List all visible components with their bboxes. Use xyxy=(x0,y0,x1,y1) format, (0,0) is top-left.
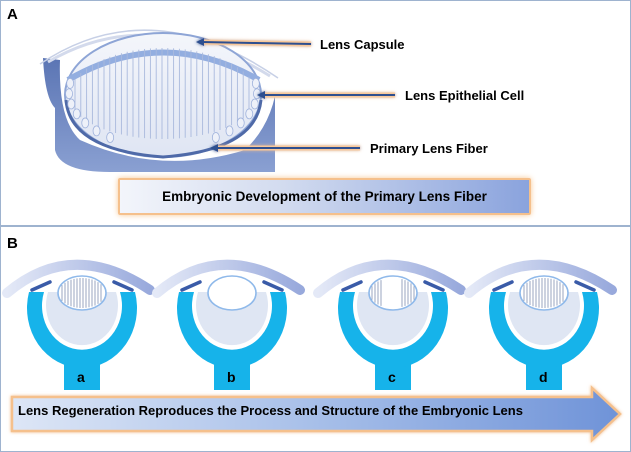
regeneration-arrow-band xyxy=(10,385,622,443)
iris-right xyxy=(262,280,284,292)
iris-left xyxy=(492,280,514,292)
epithelial-cells xyxy=(65,77,261,143)
iris-right xyxy=(574,280,596,292)
primary-fiber-lines xyxy=(74,48,250,139)
iris-left xyxy=(180,280,202,292)
panel-a-letter: A xyxy=(7,6,18,23)
eye-cup xyxy=(26,292,137,369)
label-lens-epithelial-cell: Lens Epithelial Cell xyxy=(405,88,525,103)
outer-ectoderm-arc xyxy=(39,29,279,79)
stage-b xyxy=(152,259,305,390)
stage-label-d: d xyxy=(539,369,548,385)
cornea-arc xyxy=(464,259,617,298)
eye-cup xyxy=(488,292,599,369)
cornea-arc xyxy=(313,259,466,298)
regenerating-lens xyxy=(57,275,107,311)
cornea-arc xyxy=(152,259,305,298)
eye-interior xyxy=(357,292,430,346)
iris-left xyxy=(30,280,52,292)
panel-a-banner: Embryonic Development of the Primary Len… xyxy=(118,178,531,215)
eye-cup xyxy=(338,292,448,369)
regenerating-lens xyxy=(368,275,418,311)
callout-arrows xyxy=(196,38,395,152)
stage-label-a: a xyxy=(77,369,85,385)
cornea-arc xyxy=(2,259,155,298)
capsule-arrow xyxy=(200,41,312,45)
regenerating-lens xyxy=(207,275,257,311)
label-primary-lens-fiber: Primary Lens Fiber xyxy=(370,141,488,156)
embryonic-lens-illustration xyxy=(39,29,279,172)
regeneration-stages xyxy=(2,259,617,390)
iris-left xyxy=(341,280,363,292)
stage-a xyxy=(2,259,155,390)
eye-interior xyxy=(46,292,119,346)
stage-label-c: c xyxy=(388,369,396,385)
stage-d xyxy=(464,259,617,390)
stage-label-b: b xyxy=(227,369,236,385)
regenerating-lens xyxy=(519,275,569,311)
tissue-base xyxy=(43,58,275,172)
panel-a-banner-text: Embryonic Development of the Primary Len… xyxy=(162,189,487,204)
eye-interior xyxy=(508,292,580,346)
panel-b-banner-text: Lens Regeneration Reproduces the Process… xyxy=(18,403,523,418)
iris-right xyxy=(423,280,445,292)
lens-capsule-band xyxy=(66,49,261,83)
iris-right xyxy=(112,280,134,292)
label-lens-capsule: Lens Capsule xyxy=(320,37,405,52)
lens-rim xyxy=(64,99,263,159)
eye-cup xyxy=(177,292,287,369)
panel-b-letter: B xyxy=(7,235,18,252)
eye-interior xyxy=(196,292,268,346)
stage-c xyxy=(313,259,466,390)
